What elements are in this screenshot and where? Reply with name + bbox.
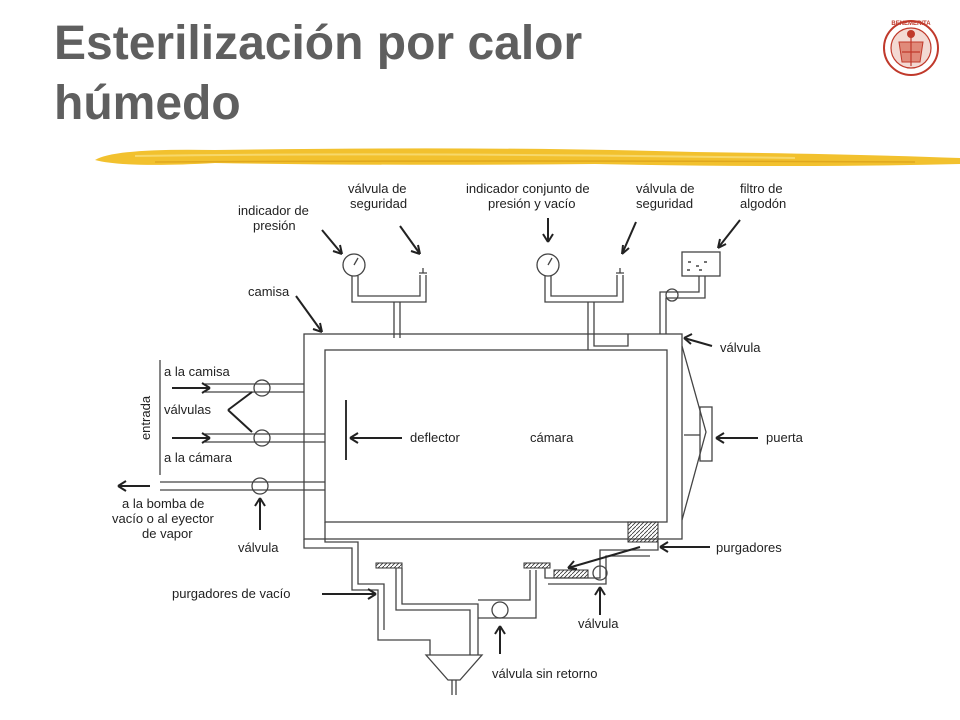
label-valvula-bottom-right: válvula: [578, 616, 619, 631]
label-valvula-bottom-left: válvula: [238, 540, 279, 555]
label-filtro-algodon-1: filtro de: [740, 181, 783, 196]
label-valvula-seguridad-2b: seguridad: [636, 196, 693, 211]
label-deflector: deflector: [410, 430, 461, 445]
label-purgadores: purgadores: [716, 540, 782, 555]
label-puerta: puerta: [766, 430, 804, 445]
label-bomba-3: de vapor: [142, 526, 193, 541]
label-bomba-2: vacío o al eyector: [112, 511, 215, 526]
university-seal-icon: BENEMERITA: [883, 20, 939, 76]
label-indicador-conjunto-2: presión y vacío: [488, 196, 575, 211]
label-camara: cámara: [530, 430, 574, 445]
label-valvula-seguridad-1a: válvula de: [348, 181, 407, 196]
label-valvulas: válvulas: [164, 402, 211, 417]
label-indicador-presion-2: presión: [253, 218, 296, 233]
autoclave-diagram: indicador de presión válvula de segurida…: [112, 181, 804, 695]
pressure-vacuum-gauge-icon: [536, 253, 560, 277]
label-valvula-top: válvula: [720, 340, 761, 355]
label-indicador-conjunto-1: indicador conjunto de: [466, 181, 590, 196]
label-purgadores-vacio: purgadores de vacío: [172, 586, 291, 601]
bottom-piping: [303, 522, 659, 695]
left-piping: [159, 360, 347, 495]
cotton-filter-icon: [681, 251, 721, 277]
label-a-la-camisa: a la camisa: [164, 364, 231, 379]
label-bomba-1: a la bomba de: [122, 496, 204, 511]
label-valvula-seguridad-2a: válvula de: [636, 181, 695, 196]
label-entrada: entrada: [138, 395, 153, 440]
label-camisa: camisa: [248, 284, 290, 299]
top-piping: [342, 251, 721, 350]
pointer-arrows: [117, 218, 758, 654]
title-line-2: húmedo: [54, 77, 241, 130]
label-filtro-algodon-2: algodón: [740, 196, 786, 211]
svg-text:BENEMERITA: BENEMERITA: [891, 21, 931, 27]
yellow-brush-divider: [95, 148, 960, 166]
chamber: [303, 333, 713, 543]
title-line-1: Esterilización por calor: [54, 17, 583, 70]
label-indicador-presion-1: indicador de: [238, 203, 309, 218]
pressure-gauge-icon: [342, 253, 366, 277]
slide-title: Esterilización por calor húmedo: [54, 14, 582, 134]
label-a-la-camara: a la cámara: [164, 450, 233, 465]
label-valvula-sin-retorno: válvula sin retorno: [492, 666, 598, 681]
label-valvula-seguridad-1b: seguridad: [350, 196, 407, 211]
